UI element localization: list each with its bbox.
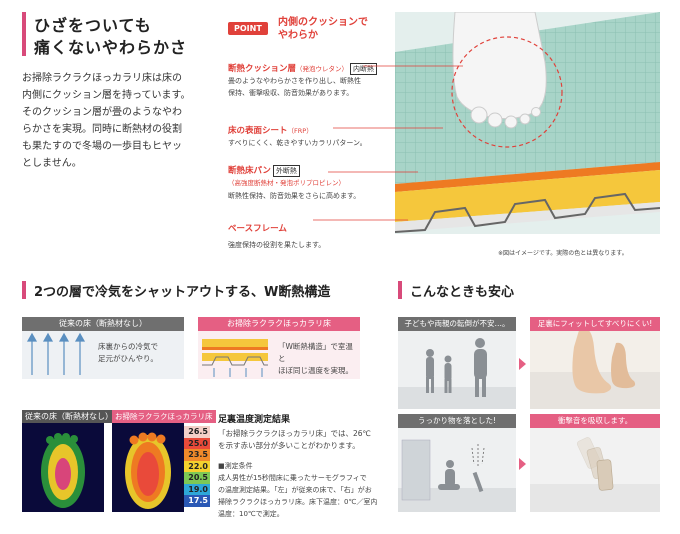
foot-on-floor-icon: [530, 326, 660, 409]
arrow-right-icon: [519, 458, 526, 470]
intro-line: も果たすので冬場の一歩目もヒヤッ: [22, 141, 182, 152]
thermal-old-image: [22, 410, 104, 512]
image-note: ※図はイメージです。実際の色とは異なります。: [498, 250, 628, 257]
case1-photo: [398, 317, 516, 409]
new-floor-desc: 「W断熱構造」で室温と ほぼ同じ温度を実現。: [278, 341, 360, 377]
desc-line: 床裏からの冷気で: [98, 342, 158, 351]
old-floor-desc: 床裏からの冷気で 足元がひんやり。: [98, 341, 158, 365]
scale-step: 20.5: [184, 472, 210, 484]
scale-step: 26.5: [184, 426, 210, 438]
floor-illustration: [395, 12, 660, 244]
layer-cushion: 断熱クッション層（発泡ウレタン）内断熱 畳のようなやわらかさを作り出し、断熱性 …: [228, 56, 408, 99]
w-insulation-layers-icon: [202, 339, 268, 377]
layer-frame: ベースフレーム 強度保持の役割を果たします。: [228, 216, 408, 251]
section-accent-bar: [22, 12, 26, 56]
condition-line: の温度測定結果。「左」が従来の床で、「右」がお: [218, 486, 372, 494]
case2-result-caption: 衝撃音を吸収します。: [530, 414, 660, 428]
layer-name: 床の表面シート: [228, 126, 288, 136]
layer-desc: 畳のようなやわらかさを作り出し、断熱性: [228, 77, 361, 85]
intro-line: 内側にクッション層を持っています。: [22, 90, 191, 101]
heading-line2: 痛くないやわらかさ: [34, 38, 188, 57]
temperature-scale: 26.5 25.0 23.5 22.0 20.5 19.0 17.5: [184, 426, 210, 507]
old-floor-header: 従来の床（断熱材なし）: [22, 317, 184, 331]
result-title: 足裏温度測定結果: [218, 415, 291, 425]
condition-line: 温度：10℃で測定。: [218, 510, 284, 518]
layer-sub: （FRP）: [287, 127, 313, 135]
dropping-object-icon: [398, 439, 516, 512]
scale-step: 23.5: [184, 449, 210, 461]
layer-desc: 保持、衝撃吸収、防音効果があります。: [228, 89, 354, 97]
new-floor-header: お掃除ラクラクほっカラリ床: [198, 317, 360, 331]
floor-cross-section-svg: [395, 12, 660, 244]
point-badge: POINT: [228, 22, 268, 35]
case2-photo: [398, 414, 516, 512]
layer-sub: （発泡ウレタン）: [296, 65, 349, 73]
point-line: やわらか: [278, 30, 318, 41]
intro-text: お掃除ラクラクほっカラリ床は床の 内側にクッション層を持っています。 そのクッシ…: [22, 70, 192, 172]
new-floor-diagram: 「W断熱構造」で室温と ほぼ同じ温度を実現。: [198, 331, 360, 379]
result-block: 足裏温度測定結果 「お掃除ラクラクほっカラリ床」では、26℃ を示す赤い部分が多…: [218, 412, 378, 520]
scale-step: 22.0: [184, 460, 210, 472]
thermal-new-image: [112, 410, 184, 512]
thermal-old-label: 従来の床（断熱材なし）: [22, 410, 116, 423]
case1-result-photo: [530, 317, 660, 409]
desc-line: 足元がひんやり。: [98, 354, 158, 363]
layer-name: 断熱床パン: [228, 166, 271, 176]
thermal-new-label: お掃除ラクラクほっカラリ床: [112, 410, 216, 423]
safety-heading: こんなときも安心: [410, 285, 515, 300]
desc-line: ほぼ同じ温度を実現。: [278, 366, 353, 375]
bottle-falling-icon: [530, 437, 660, 512]
cold-air-arrows-icon: [26, 332, 86, 375]
heading-line1: ひざをついても: [34, 16, 152, 35]
section-accent-bar: [22, 281, 26, 299]
scale-step: 25.0: [184, 437, 210, 449]
scale-step: 19.0: [184, 483, 210, 495]
section-accent-bar: [398, 281, 402, 299]
condition-line: 掃除ラクラクほっカラリ床。床下温度：0℃／室内: [218, 498, 378, 506]
layer-desc: 強度保持の役割を果たします。: [228, 241, 326, 249]
result-line: を示す赤い部分が多いことがわかります。: [218, 441, 360, 450]
arrow-right-icon: [519, 358, 526, 370]
layer-sub: （高強度断熱材・発泡ポリプロピレン）: [228, 179, 345, 187]
layer-tag: 外断熱: [272, 165, 300, 177]
scale-step: 17.5: [184, 495, 210, 507]
thermal-footprint-new: [125, 432, 171, 509]
intro-line: そのクッション層が畳のようなやわ: [22, 107, 182, 118]
desc-line: 「W断熱構造」で室温と: [278, 342, 353, 363]
result-line: 「お掃除ラクラクほっカラリ床」では、26℃: [218, 429, 371, 438]
point-text: 内側のクッションで やわらか: [278, 16, 368, 42]
layer-surface: 床の表面シート（FRP） すべりにくく、乾きやすいカラリパターン。: [228, 118, 408, 149]
case1-caption: 子どもや両親の転倒が不安…。: [398, 317, 516, 331]
condition-title: ■測定条件: [218, 462, 253, 470]
case1-result-caption: 足裏にフィットしてすべりにくい!: [530, 317, 660, 331]
thermal-footprint-old: [41, 433, 85, 508]
layer-pan: 断熱床パン外断熱 （高強度断熱材・発泡ポリプロピレン） 断熱性保持、防音効果をさ…: [228, 158, 408, 202]
intro-line: らかさを実現。同時に断熱材の役割: [22, 124, 182, 135]
old-floor-diagram: 床裏からの冷気で 足元がひんやり。: [22, 331, 184, 379]
intro-line: としません。: [22, 158, 82, 169]
condition-line: 成人男性が15秒間床に乗ったサーモグラフィで: [218, 474, 367, 482]
intro-line: お掃除ラクラクほっカラリ床は床の: [22, 73, 182, 84]
insulation-heading: 2つの層で冷気をシャットアウトする、W断熱構造: [34, 285, 331, 300]
layer-name: ベースフレーム: [228, 224, 287, 234]
leader-lines: [313, 65, 463, 221]
case2-caption: うっかり物を落とした!: [398, 414, 516, 428]
point-line: 内側のクッションで: [278, 17, 368, 28]
case2-result-photo: [530, 414, 660, 512]
layer-desc: すべりにくく、乾きやすいカラリパターン。: [228, 139, 367, 147]
layer-name: 断熱クッション層: [228, 64, 297, 74]
family-silhouette-icon: [398, 338, 516, 409]
layer-desc: 断熱性保持、防音効果をさらに高めます。: [228, 192, 361, 200]
